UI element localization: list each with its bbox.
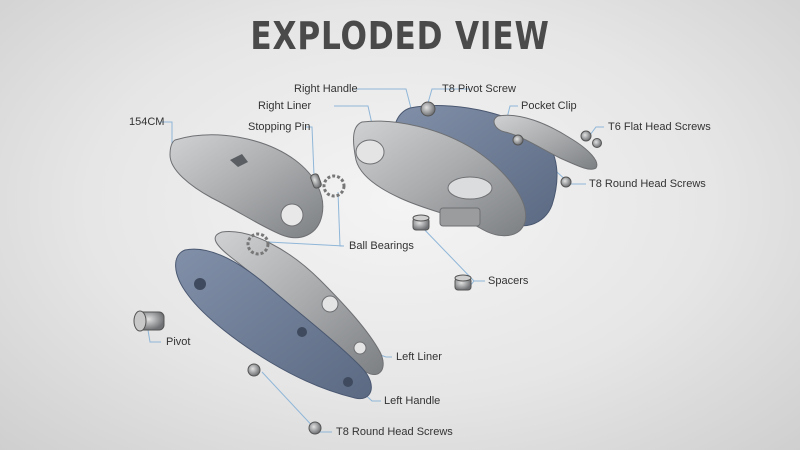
t8-round-head-screw-top-1 bbox=[512, 134, 524, 146]
label-left-handle: Left Handle bbox=[384, 395, 441, 407]
label-right-liner: Right Liner bbox=[258, 100, 312, 112]
label-t8-round-head-screws-top: T8 Round Head Screws bbox=[589, 178, 706, 190]
label-t8-pivot-screw: T8 Pivot Screw bbox=[442, 83, 516, 95]
label-pocket-clip: Pocket Clip bbox=[521, 100, 577, 112]
pocket-clip bbox=[493, 114, 598, 170]
t8-pivot-screw bbox=[420, 101, 436, 117]
leader-right-handle bbox=[352, 88, 413, 113]
label-t8-round-head-screws-bottom: T8 Round Head Screws bbox=[336, 426, 453, 438]
leader-right-liner bbox=[334, 105, 373, 125]
label-right-handle: Right Handle bbox=[294, 83, 358, 95]
leader-spacers-b bbox=[419, 224, 475, 282]
leader-t6-screws bbox=[589, 126, 604, 136]
spacer-1 bbox=[412, 214, 430, 231]
leader-stopping-pin bbox=[306, 126, 315, 176]
label-spacers: Spacers bbox=[488, 275, 529, 287]
t6-flat-head-screw-1 bbox=[580, 130, 592, 142]
label-t6-flat-head-screws: T6 Flat Head Screws bbox=[608, 121, 711, 133]
leader-spacers bbox=[469, 280, 485, 287]
label-stopping-pin: Stopping Pin bbox=[248, 121, 311, 133]
spacer-2 bbox=[454, 274, 472, 291]
leader-pivot bbox=[147, 329, 161, 343]
t8-round-head-screw-top-2 bbox=[560, 176, 572, 188]
leader-154cm bbox=[160, 121, 173, 150]
label-pivot: Pivot bbox=[166, 336, 191, 348]
label-left-liner: Left Liner bbox=[396, 351, 442, 363]
right-liner bbox=[353, 120, 527, 237]
ball-bearing-ring-bottom bbox=[246, 232, 270, 256]
ball-bearing-ring-top bbox=[322, 174, 346, 198]
t6-flat-head-screw-2 bbox=[592, 138, 602, 148]
stopping-pin bbox=[310, 173, 322, 189]
leader-ball-bearings-a bbox=[337, 191, 344, 247]
label-ball-bearings: Ball Bearings bbox=[349, 240, 414, 252]
pivot bbox=[133, 310, 165, 332]
t8-round-head-screw-bottom-2 bbox=[308, 421, 322, 435]
left-handle bbox=[175, 248, 372, 400]
leader-t8-pivot-screw bbox=[427, 88, 470, 104]
label-154cm: 154CM bbox=[129, 116, 165, 128]
t8-round-head-screw-bottom-1 bbox=[247, 363, 261, 377]
page-title: EXPLODED VIEW bbox=[250, 14, 550, 58]
leader-ball-bearings-b bbox=[267, 241, 345, 247]
